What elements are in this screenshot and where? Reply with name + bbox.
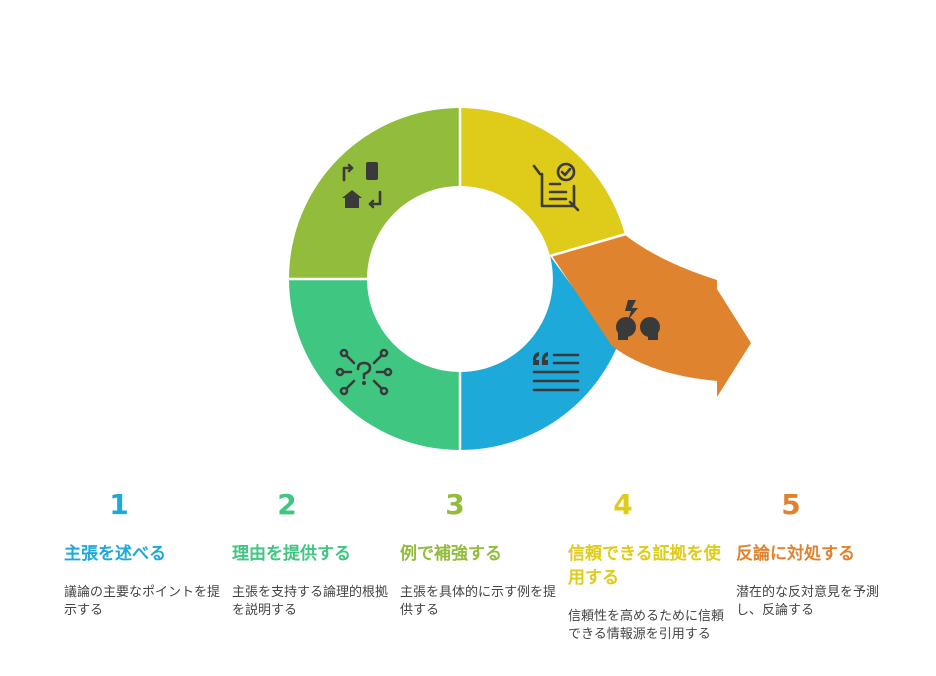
step-2: 2 理由を提供する 主張を支持する論理的根拠を説明する (232, 488, 392, 620)
step-number: 1 (109, 488, 129, 521)
house-swap-icon (342, 162, 382, 209)
step-description: 主張を支持する論理的根拠を説明する (232, 585, 389, 618)
step-number: 2 (277, 488, 297, 521)
step-description: 議論の主要なポイントを提示する (64, 585, 221, 618)
step-title: 信頼できる証拠を使用する (568, 544, 721, 588)
step-description: 信頼性を高めるために信頼できる情報源を引用する (568, 609, 725, 642)
step-title: 反論に対処する (736, 544, 855, 564)
step-3: 3 例で補強する 主張を具体的に示す例を提供する (400, 488, 560, 620)
step-number: 5 (781, 488, 801, 521)
step-title: 例で補強する (400, 544, 502, 564)
step-description: 潜在的な反対意見を予測し、反論する (736, 585, 880, 618)
clipboard-check-icon (532, 162, 580, 212)
cycle-diagram (287, 106, 751, 452)
step-5: 5 反論に対処する 潜在的な反対意見を予測し、反論する (736, 488, 896, 620)
heads-lightning-icon (616, 300, 660, 340)
step-4: 4 信頼できる証拠を使用する 信頼性を高めるために信頼できる情報源を引用する (568, 488, 728, 644)
step-number: 4 (613, 488, 633, 521)
segment-orange-arrow (552, 235, 751, 397)
step-title: 主張を述べる (64, 544, 166, 564)
segment-green (289, 279, 460, 450)
segment-olive (289, 108, 460, 279)
step-title: 理由を提供する (232, 544, 351, 564)
step-number: 3 (445, 488, 465, 521)
step-description: 主張を具体的に示す例を提供する (400, 585, 557, 618)
quote-lines-icon (532, 352, 580, 392)
question-network-icon (335, 348, 393, 396)
step-1: 1 主張を述べる 議論の主要なポイントを提示する (64, 488, 224, 620)
